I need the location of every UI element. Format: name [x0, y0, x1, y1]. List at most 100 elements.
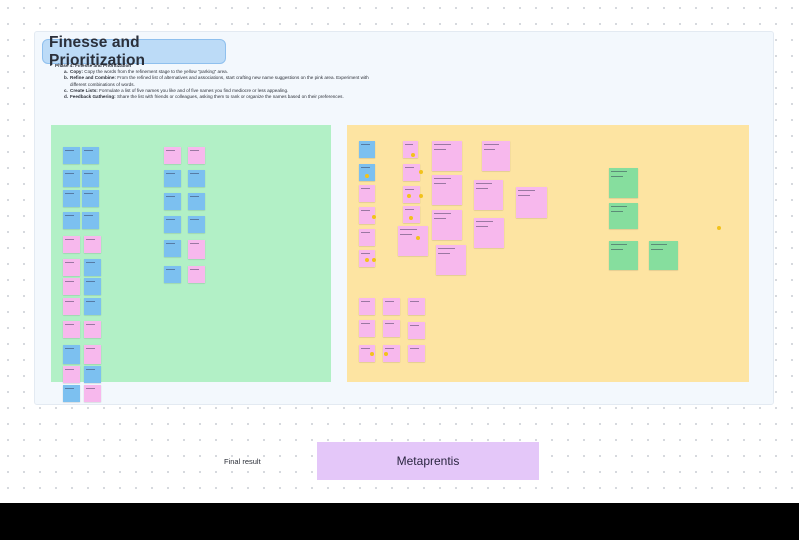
sticky-note[interactable] — [84, 278, 101, 295]
vote-dot-icon[interactable] — [372, 258, 376, 262]
sticky-note[interactable] — [188, 170, 205, 187]
sticky-note[interactable] — [164, 240, 181, 257]
sticky-note-text-line — [410, 301, 419, 302]
sticky-note[interactable] — [403, 206, 420, 223]
sticky-note-text-line — [361, 301, 370, 302]
sticky-note[interactable] — [188, 216, 205, 233]
sticky-note[interactable] — [63, 212, 80, 229]
sticky-note[interactable] — [516, 187, 547, 218]
sticky-note-text-line — [86, 262, 95, 263]
sticky-note[interactable] — [188, 266, 205, 283]
step-item: a.Copy: Copy the words from the refineme… — [64, 69, 228, 75]
sticky-note[interactable] — [432, 175, 462, 205]
sticky-note[interactable] — [82, 170, 99, 187]
sticky-note[interactable] — [188, 240, 205, 259]
sticky-note[interactable] — [474, 218, 504, 248]
sticky-note[interactable] — [63, 321, 80, 338]
sticky-note[interactable] — [403, 186, 420, 203]
sticky-note-text-line — [611, 211, 623, 212]
vote-dot-icon[interactable] — [365, 258, 369, 262]
sticky-note[interactable] — [84, 259, 101, 276]
vote-dot-icon[interactable] — [419, 194, 423, 198]
sticky-note[interactable] — [164, 147, 181, 164]
sticky-note[interactable] — [359, 164, 375, 181]
vote-dot-icon[interactable] — [365, 174, 369, 178]
sticky-note[interactable] — [82, 147, 99, 164]
sticky-note[interactable] — [84, 345, 101, 364]
sticky-note[interactable] — [84, 385, 101, 402]
sticky-note[interactable] — [359, 320, 375, 337]
sticky-note[interactable] — [403, 164, 420, 181]
frame-title[interactable]: Finesse and Prioritization — [42, 34, 226, 69]
sticky-note-text-line — [518, 195, 530, 196]
sticky-note[interactable] — [383, 345, 400, 362]
sticky-note[interactable] — [432, 141, 462, 171]
sticky-note[interactable] — [82, 190, 99, 207]
sticky-note[interactable] — [164, 216, 181, 233]
sticky-note[interactable] — [649, 241, 678, 270]
sticky-note[interactable] — [359, 298, 375, 315]
vote-dot-icon[interactable] — [419, 170, 423, 174]
sticky-note-text-line — [385, 323, 394, 324]
sticky-note[interactable] — [436, 245, 466, 275]
sticky-note[interactable] — [63, 190, 80, 207]
sticky-note[interactable] — [84, 366, 101, 383]
vote-dot-icon[interactable] — [717, 226, 721, 230]
sticky-note-text-line — [65, 301, 74, 302]
sticky-note[interactable] — [84, 321, 101, 338]
frame-title-text: Finesse and Prioritization — [49, 33, 146, 69]
sticky-note[interactable] — [359, 229, 375, 246]
sticky-note[interactable] — [164, 170, 181, 187]
sticky-note-text-line — [190, 269, 199, 270]
vote-dot-icon[interactable] — [372, 215, 376, 219]
sticky-note[interactable] — [383, 298, 400, 315]
sticky-note[interactable] — [609, 168, 638, 198]
sticky-note[interactable] — [383, 320, 400, 337]
vote-dot-icon[interactable] — [416, 236, 420, 240]
final-result-label: Final result — [224, 457, 261, 466]
sticky-note[interactable] — [63, 298, 80, 315]
sticky-note[interactable] — [432, 210, 462, 240]
sticky-note[interactable] — [84, 236, 101, 253]
sticky-note-text-line — [611, 171, 627, 172]
sticky-note[interactable] — [398, 226, 428, 256]
sticky-note[interactable] — [609, 203, 638, 229]
sticky-note[interactable] — [474, 180, 503, 210]
sticky-note[interactable] — [359, 141, 375, 158]
vote-dot-icon[interactable] — [370, 352, 374, 356]
sticky-note[interactable] — [408, 298, 425, 315]
step-item: d.Feedback Gathering: Share the list wit… — [64, 94, 344, 100]
vote-dot-icon[interactable] — [409, 216, 413, 220]
sticky-note[interactable] — [359, 345, 375, 362]
sticky-note[interactable] — [82, 212, 99, 229]
vote-dot-icon[interactable] — [384, 352, 388, 356]
sticky-note[interactable] — [63, 147, 80, 164]
sticky-note[interactable] — [359, 207, 375, 224]
sticky-note[interactable] — [164, 193, 181, 210]
vote-dot-icon[interactable] — [411, 153, 415, 157]
sticky-note[interactable] — [408, 345, 425, 362]
final-result-value: Metaprentis — [396, 454, 460, 468]
sticky-note[interactable] — [164, 266, 181, 283]
sticky-note-text-line — [65, 215, 74, 216]
bullet-icon: • — [50, 63, 52, 68]
sticky-note[interactable] — [359, 185, 375, 202]
final-result-box[interactable]: Metaprentis — [317, 442, 539, 480]
sticky-note[interactable] — [482, 141, 510, 171]
sticky-note[interactable] — [63, 345, 80, 364]
sticky-note[interactable] — [63, 170, 80, 187]
sticky-note-text-line — [400, 234, 412, 235]
sticky-note[interactable] — [84, 298, 101, 315]
sticky-note-text-line — [86, 324, 95, 325]
sticky-note-text-line — [611, 244, 627, 245]
sticky-note[interactable] — [63, 259, 80, 276]
sticky-note[interactable] — [63, 278, 80, 295]
sticky-note[interactable] — [408, 322, 425, 339]
vote-dot-icon[interactable] — [407, 194, 411, 198]
sticky-note[interactable] — [63, 366, 80, 383]
sticky-note[interactable] — [188, 147, 205, 164]
sticky-note[interactable] — [609, 241, 638, 270]
sticky-note[interactable] — [63, 236, 80, 253]
sticky-note[interactable] — [188, 193, 205, 210]
sticky-note[interactable] — [63, 385, 80, 402]
